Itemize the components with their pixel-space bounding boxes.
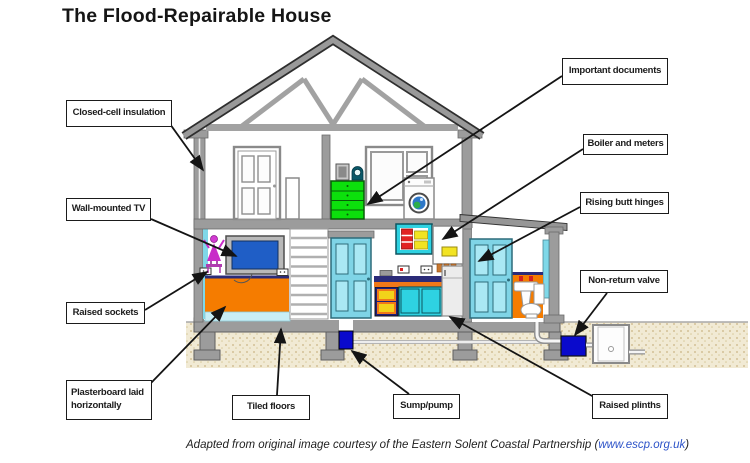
cooker	[374, 270, 399, 317]
label-wall-mounted-tv: Wall-mounted TV	[66, 198, 151, 221]
bathroom	[512, 272, 545, 319]
sump-pump	[338, 318, 354, 350]
bathroom-door	[469, 238, 513, 319]
kitchen-door	[327, 230, 375, 319]
fridge	[441, 265, 464, 317]
attribution-text: Adapted from original image courtesy of …	[186, 439, 689, 451]
roof-truss	[206, 77, 458, 131]
clock	[351, 166, 364, 181]
tap	[529, 276, 533, 281]
label-closed-cell-insulation: Closed-cell insulation	[66, 100, 172, 127]
non-return-valve	[560, 335, 593, 357]
roof	[181, 34, 485, 140]
label-rising-butt-hinges: Rising butt hinges	[580, 192, 669, 214]
staircase	[285, 177, 329, 320]
bedroom-door	[232, 145, 282, 221]
label-tiled-floors: Tiled floors	[232, 395, 310, 420]
label-raised-plinths: Raised plinths	[592, 394, 668, 419]
kitchen-counter-cabinets	[374, 276, 443, 317]
label-important-documents: Important documents	[562, 58, 668, 85]
attribution-prefix: Adapted from original image courtesy of …	[186, 439, 599, 451]
toilet-pipe	[534, 316, 561, 344]
label-sump-pump: Sump/pump	[393, 394, 460, 419]
wall-mounted-tv	[225, 235, 285, 284]
toilet	[520, 283, 545, 319]
tap	[519, 276, 523, 281]
label-boiler-and-meters: Boiler and meters	[583, 134, 668, 155]
documents-drawers	[330, 163, 365, 220]
attribution-suffix: )	[685, 439, 690, 451]
washing-machine	[403, 177, 435, 220]
kitchen-sockets	[397, 265, 433, 274]
callout-arrows	[144, 75, 608, 398]
escp-link[interactable]: www.escp.org.uk	[598, 439, 686, 451]
label-non-return-valve: Non-return valve	[580, 270, 668, 293]
label-plasterboard: Plasterboard laid horizontally	[66, 380, 152, 420]
label-raised-sockets: Raised sockets	[66, 302, 145, 324]
page-title: The Flood-Repairable House	[62, 5, 332, 27]
inspection-chamber	[592, 324, 645, 364]
porch-column	[548, 231, 560, 317]
wall-cupboard	[395, 223, 433, 255]
